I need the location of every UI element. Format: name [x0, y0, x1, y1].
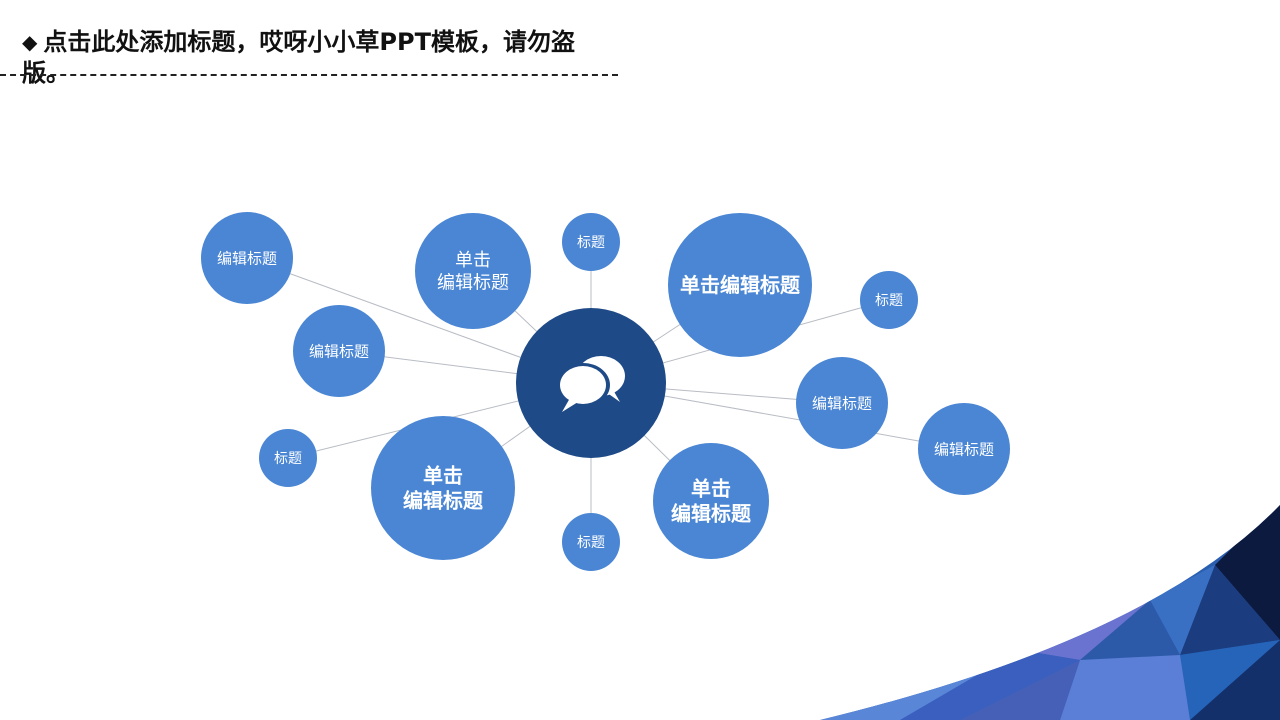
bubble-node[interactable]: 标题 — [562, 213, 620, 271]
bubble-label: 标题 — [577, 535, 605, 551]
bubble-label: 编辑标题 — [812, 394, 872, 412]
bubble-label: 标题 — [875, 293, 903, 309]
bubble-label: 单击 — [691, 477, 731, 501]
bubble-node[interactable]: 标题 — [562, 513, 620, 571]
bubble-circle[interactable] — [796, 357, 888, 449]
bubble-node[interactable]: 单击编辑标题 — [371, 416, 515, 560]
bubble-circle[interactable] — [668, 213, 812, 357]
bubble-label: 单击编辑标题 — [680, 273, 801, 297]
title-line-1: ◆ 点击此处添加标题，哎呀小小草PPT模板，请勿盗 — [22, 26, 642, 58]
bubble-circle[interactable] — [259, 429, 317, 487]
bubble-node[interactable]: 标题 — [259, 429, 317, 487]
bubble-label: 编辑标题 — [309, 342, 369, 360]
bubble-node[interactable]: 单击编辑标题 — [415, 213, 531, 329]
bubble-node[interactable]: 单击编辑标题 — [668, 213, 812, 357]
bubble-label: 编辑标题 — [403, 489, 484, 513]
bubble-node[interactable]: 标题 — [860, 271, 918, 329]
chat-bubbles-icon — [556, 356, 625, 412]
bubble-circle[interactable] — [371, 416, 515, 560]
title-text-2: 版。 — [22, 59, 70, 87]
bubble-circle[interactable] — [293, 305, 385, 397]
bubble-circle[interactable] — [562, 213, 620, 271]
slide-title[interactable]: ◆ 点击此处添加标题，哎呀小小草PPT模板，请勿盗 版。 — [22, 26, 642, 88]
bubble-node[interactable]: 编辑标题 — [918, 403, 1010, 495]
title-line-2: 版。 — [22, 58, 642, 88]
bubble-label: 单击 — [455, 250, 491, 271]
bubble-circle[interactable] — [201, 212, 293, 304]
bubble-circle[interactable] — [653, 443, 769, 559]
bubble-label: 标题 — [274, 451, 302, 467]
bubble-label: 编辑标题 — [437, 273, 509, 294]
bubble-nodes: 编辑标题单击编辑标题标题单击编辑标题标题编辑标题编辑标题编辑标题单击编辑标题标题… — [201, 212, 1010, 571]
bubble-node[interactable]: 单击编辑标题 — [653, 443, 769, 559]
diamond-bullet-icon: ◆ — [22, 30, 38, 54]
bubble-circle[interactable] — [562, 513, 620, 571]
title-dashed-rule — [0, 74, 618, 76]
bubble-label: 编辑标题 — [217, 249, 277, 267]
bubble-node[interactable]: 编辑标题 — [293, 305, 385, 397]
decorative-corner — [820, 505, 1280, 720]
bubble-circle[interactable] — [860, 271, 918, 329]
center-node[interactable] — [516, 308, 666, 458]
bubble-node[interactable]: 编辑标题 — [796, 357, 888, 449]
bubble-label: 编辑标题 — [934, 440, 994, 458]
bubble-circle[interactable] — [918, 403, 1010, 495]
bubble-label: 单击 — [423, 464, 463, 488]
bubble-node[interactable]: 编辑标题 — [201, 212, 293, 304]
bubble-label: 标题 — [577, 235, 605, 251]
bubble-circle[interactable] — [415, 213, 531, 329]
title-text-1: 点击此处添加标题，哎呀小小草PPT模板，请勿盗 — [43, 28, 575, 56]
bubble-label: 编辑标题 — [671, 502, 752, 526]
